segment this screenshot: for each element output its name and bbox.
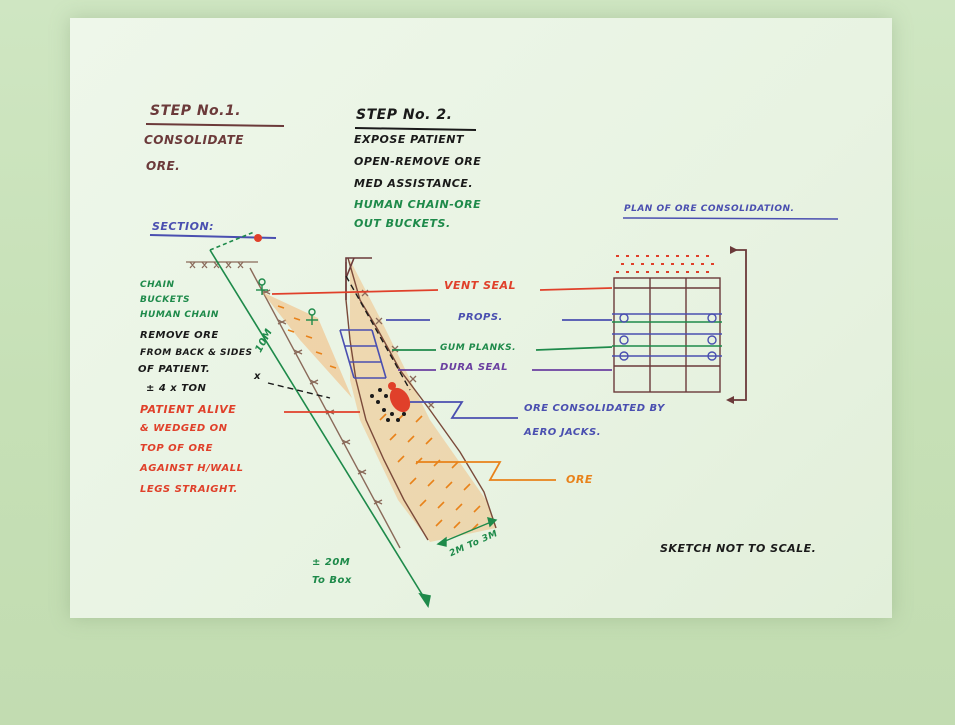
plan-jacks [620,314,716,360]
plan-label: PLAN OF ORE CONSOLIDATION. [624,205,794,214]
left-black-3: OF PATIENT. [138,365,210,375]
plan-grid [614,278,720,392]
sketch-note: SKETCH NOT TO SCALE. [660,543,816,554]
step2-underline [355,128,476,130]
step2-line3: MED ASSISTANCE. [354,178,473,189]
left-green-3: HUMAN CHAIN [140,311,219,320]
left-red-4: AGAINST H/WALL [140,464,243,474]
plan-top-dots [616,255,714,273]
step2-line2: OPEN-REMOVE ORE [354,156,481,167]
x-mark: x [254,372,261,382]
left-green-1: CHAIN [140,281,174,290]
left-black-4: ± 4 x TON [146,384,206,394]
left-green-2: BUCKETS [140,296,190,305]
plan-view [612,246,746,404]
plan-underline [623,218,838,219]
left-black-2: FROM BACK & SIDES [140,349,253,358]
vent-seal-label: VENT SEAL [444,280,516,291]
step2-line1: EXPOSE PATIENT [354,134,464,145]
step1-line2: ORE. [146,160,180,172]
left-red-1: PATIENT ALIVE [140,404,236,415]
step2-line5: OUT BUCKETS. [354,218,451,229]
gum-planks-label: GUM PLANKS. [440,344,516,353]
step2-line4: HUMAN CHAIN-ORE [354,199,481,210]
section-label: SECTION: [152,221,214,232]
ore-label: ORE [566,474,593,485]
left-red-5: LEGS STRAIGHT. [140,485,238,495]
vent-seal-leader-right [540,288,612,290]
step1-line1: CONSOLIDATE [144,134,244,146]
surface-hatch [186,262,258,268]
surface-red-dot [254,234,262,242]
step2-heading: STEP No. 2. [356,108,452,122]
plan-bracket [730,250,746,400]
left-black-1: REMOVE ORE [140,331,219,341]
ore-consolidated-label-2: AERO JACKS. [524,428,601,438]
ore-consolidated-label-1: ORE CONSOLIDATED BY [524,404,665,414]
plan-props [612,314,722,356]
step1-underline [146,124,284,126]
left-red-3: TOP OF ORE [140,444,213,454]
to-box-label-2: To Box [312,576,352,586]
step1-heading: STEP No.1. [150,104,241,118]
upper-ore-wedge [262,292,352,398]
to-box-label-1: ± 20M [312,558,350,568]
gum-planks-leader-right [536,347,612,350]
dura-seal-label: DURA SEAL [440,363,508,373]
left-red-2: & WEDGED ON [140,424,228,434]
props-label: PROPS. [458,313,503,323]
